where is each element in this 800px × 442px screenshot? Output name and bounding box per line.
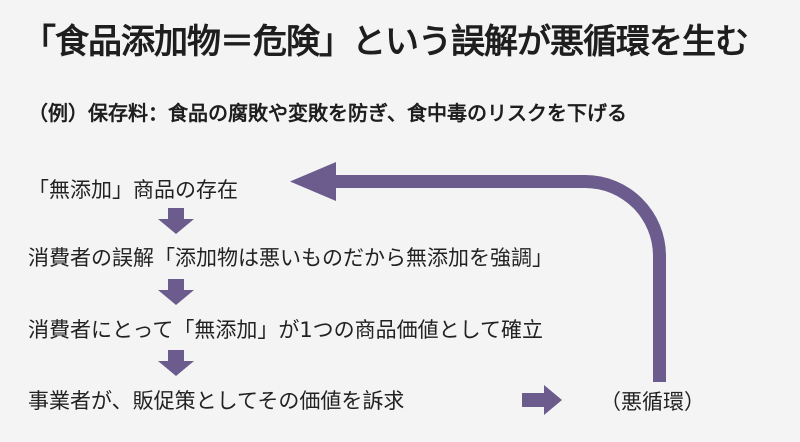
example-subtitle: （例）保存料：食品の腐敗や変敗を防ぎ、食中毒のリスクを下げる bbox=[28, 101, 627, 125]
down-arrow-icon bbox=[158, 279, 194, 305]
vicious-cycle-label: （悪循環） bbox=[600, 390, 705, 414]
step-no-additive-products: 「無添加」商品の存在 bbox=[28, 178, 238, 202]
down-arrow-icon bbox=[158, 208, 194, 234]
down-arrow-icon bbox=[158, 350, 194, 376]
page-title: 「食品添加物＝危険」という誤解が悪循環を生む bbox=[22, 22, 749, 62]
step-consumer-misunderstanding: 消費者の誤解「添加物は悪いものだから無添加を強調」 bbox=[28, 246, 553, 270]
step-value-established: 消費者にとって「無添加」が1つの商品価値として確立 bbox=[28, 318, 544, 342]
step-business-promotion: 事業者が、販促策としてその価値を訴求 bbox=[28, 389, 405, 413]
right-arrow-icon bbox=[522, 385, 562, 415]
